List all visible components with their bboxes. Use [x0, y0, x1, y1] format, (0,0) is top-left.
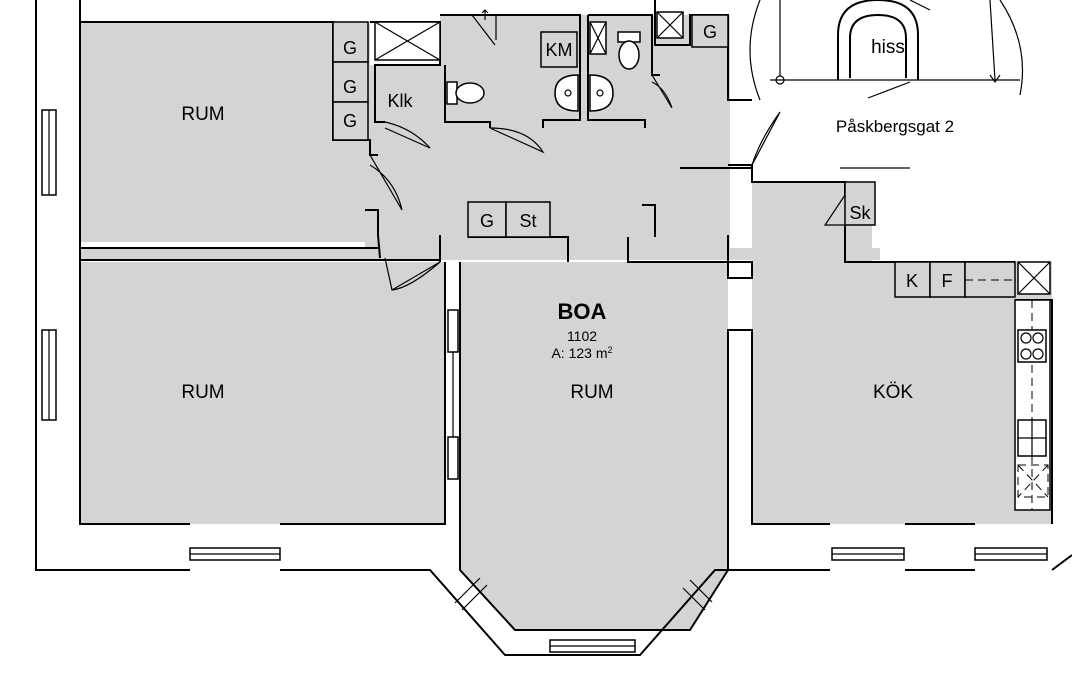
window-icon — [189, 547, 281, 561]
cabinet-label-g1: G — [343, 38, 357, 58]
sink-icon — [1017, 419, 1047, 457]
shaft-cross-icon — [1017, 261, 1051, 295]
outer-walls — [35, 0, 1072, 656]
room-label-kok: KÖK — [873, 382, 913, 403]
elevator-label: hiss — [871, 37, 905, 58]
toilet-icon — [446, 81, 485, 105]
room-kok-floor — [752, 262, 1052, 524]
sliding-doors — [447, 309, 459, 480]
shaft-cross-icon — [589, 21, 607, 55]
window-icon — [974, 547, 1048, 561]
sink-icon — [554, 74, 579, 112]
cabinet-label-st: St — [519, 211, 536, 231]
cabinet-label-g3: G — [343, 111, 357, 131]
door-swing-icon — [489, 127, 545, 154]
window-icon — [41, 109, 57, 196]
door-swings — [369, 9, 846, 291]
door-swing-icon — [751, 111, 781, 166]
window-icon — [549, 639, 636, 653]
toilet-icon — [617, 31, 641, 70]
shafts — [374, 11, 1051, 295]
door-swing-icon — [471, 14, 497, 46]
cabinet-label-sk: Sk — [849, 203, 871, 223]
door-swing-icon — [384, 121, 431, 149]
door-swing-icon — [369, 154, 403, 211]
room-label-rum-center: RUM — [570, 382, 613, 403]
closet-label-klk: Klk — [387, 91, 413, 111]
room-rum-bottom-left-floor — [80, 262, 445, 524]
room-rum-top-left-floor — [80, 22, 370, 242]
floor-areas — [80, 15, 1052, 630]
sink-icon — [589, 74, 614, 112]
hall-floor-upper — [440, 15, 730, 70]
window-icon — [682, 579, 713, 611]
unit-area: A: 123 m2 — [551, 345, 612, 361]
room-rum-center-floor — [460, 262, 728, 630]
window-icon — [41, 329, 57, 421]
stairwell — [680, 0, 1024, 169]
dishwasher-icon — [1017, 464, 1049, 498]
cabinets — [332, 14, 1016, 298]
cabinet-label-g-top: G — [703, 22, 717, 42]
door-swing-icon — [823, 194, 846, 226]
shaft-cross-icon — [374, 21, 441, 61]
unit-number: 1102 — [567, 328, 597, 344]
cabinet-label-g-hall: G — [480, 211, 494, 231]
door-swing-icon — [384, 257, 441, 291]
door-swing-icon — [481, 9, 489, 20]
shaft-cross-icon — [656, 11, 684, 39]
window-icon — [831, 547, 905, 561]
window-icon — [454, 577, 488, 611]
cabinet-label-f: F — [942, 271, 953, 291]
unit-name: BOA — [558, 299, 607, 324]
door-swing-icon — [651, 74, 673, 109]
stove-icon — [1017, 329, 1047, 363]
laundry-label-km: KM — [546, 40, 573, 60]
cabinet-label-k: K — [906, 271, 918, 291]
room-label-rum-bottom-left: RUM — [181, 382, 224, 403]
cabinet-label-g2: G — [343, 77, 357, 97]
address-label: Påskbergsgat 2 — [836, 117, 954, 136]
windows — [41, 109, 1048, 653]
labels: RUM RUM RUM KÖK BOA 1102 A: 123 m2 G G G… — [181, 22, 954, 403]
room-label-rum-top-left: RUM — [181, 104, 224, 125]
corridor-floor — [80, 248, 880, 260]
fixtures — [446, 31, 1051, 511]
